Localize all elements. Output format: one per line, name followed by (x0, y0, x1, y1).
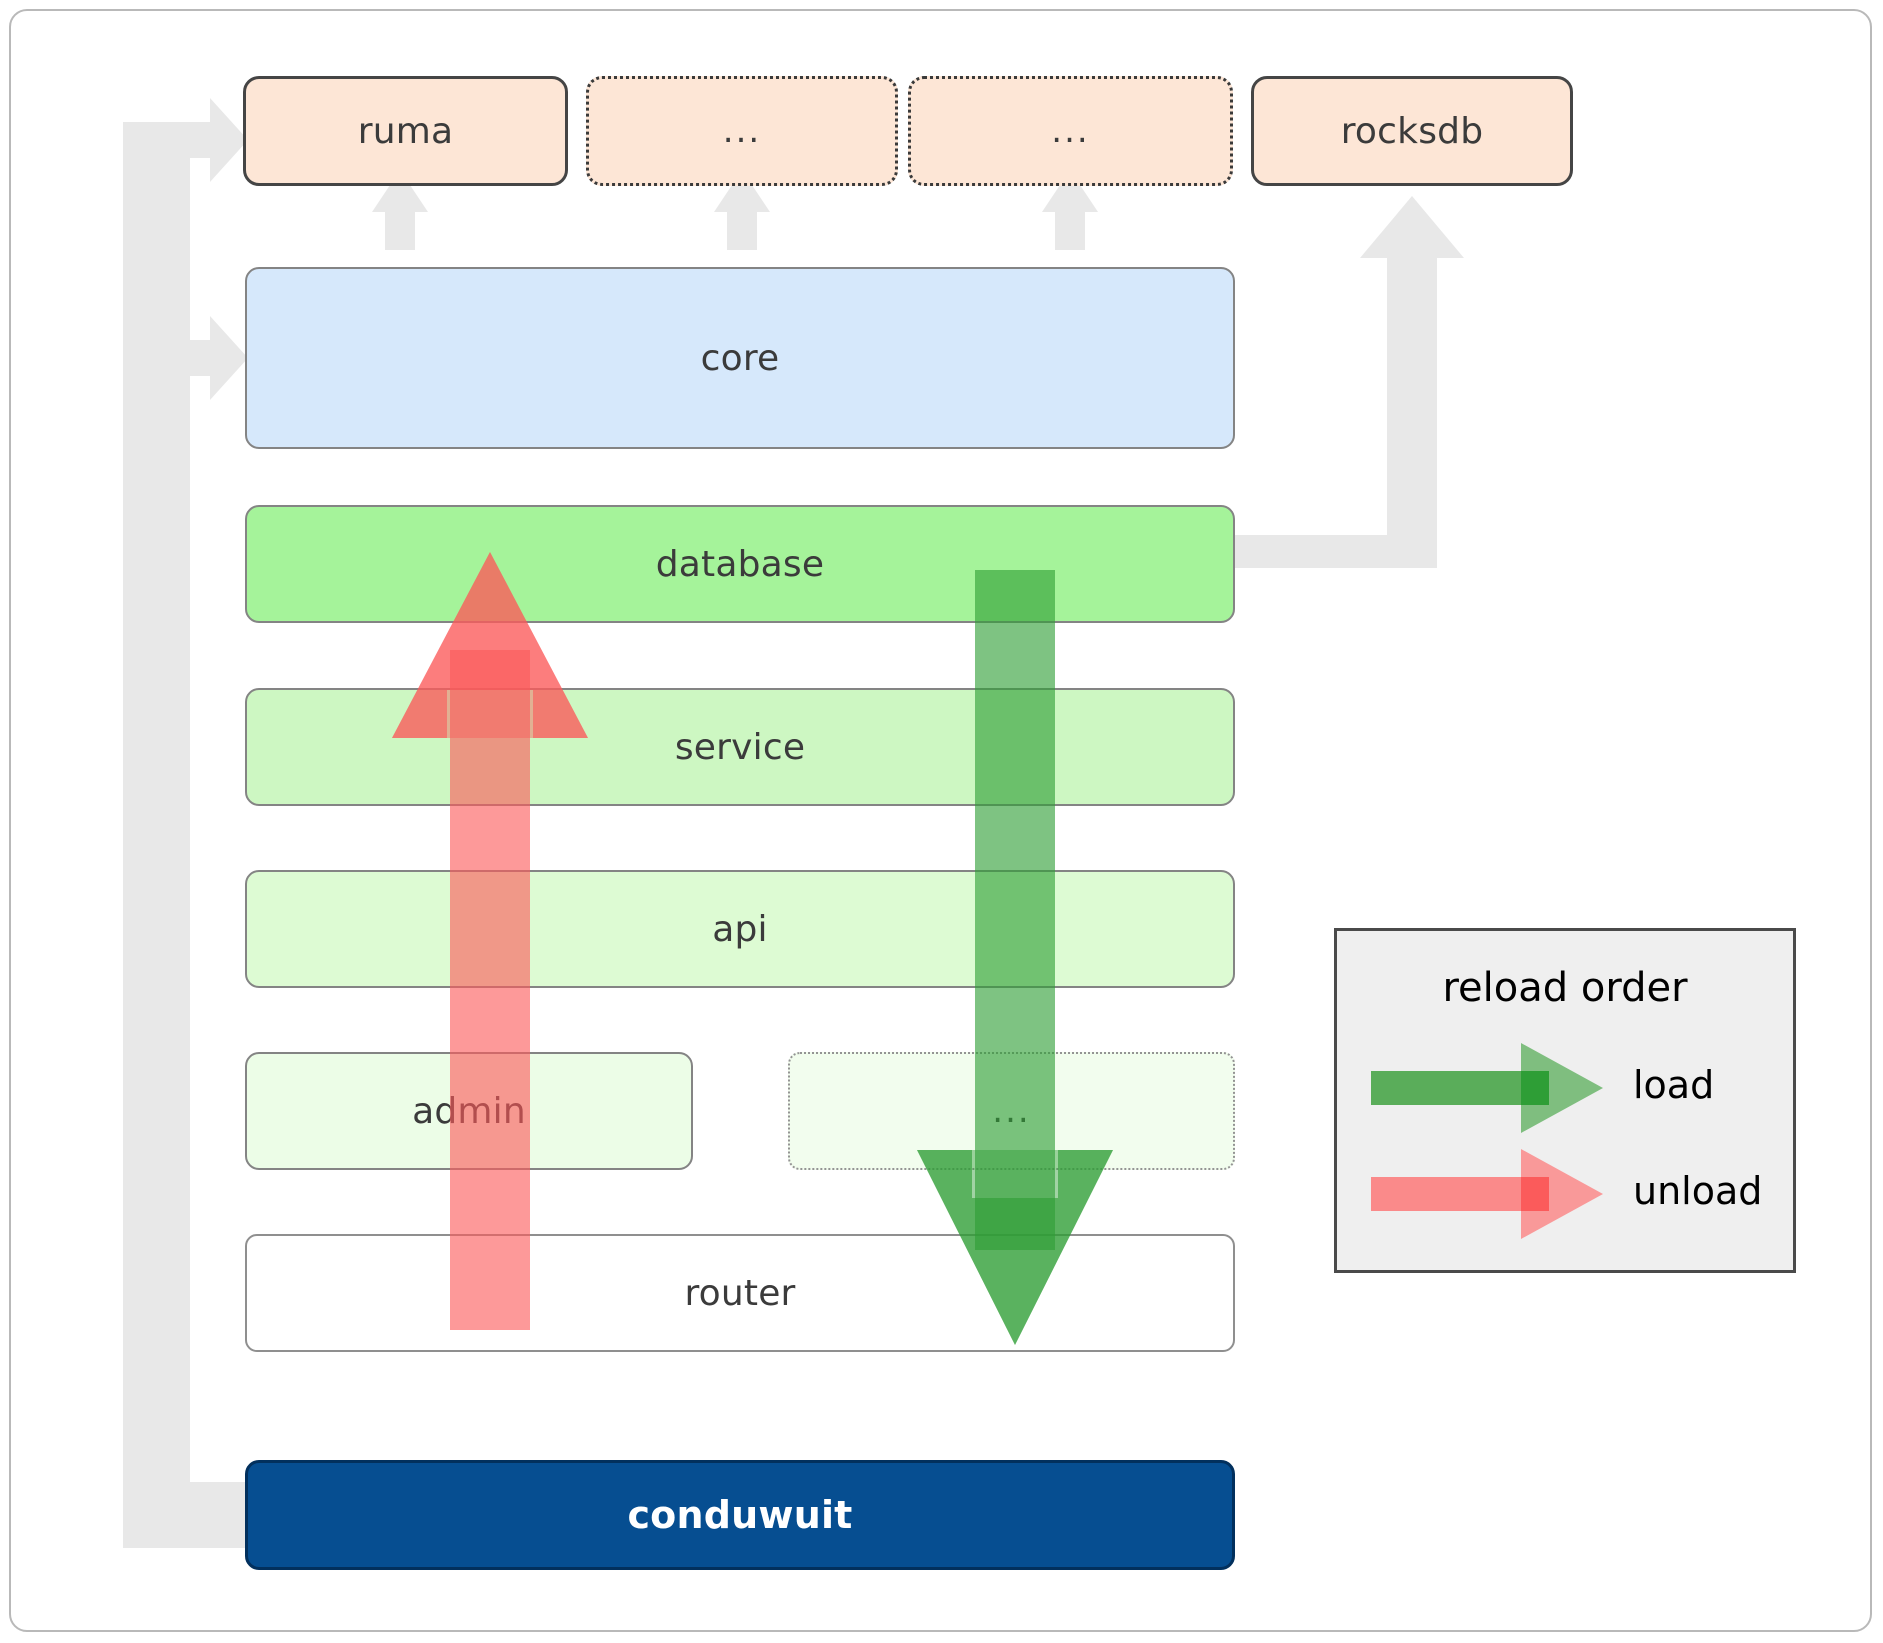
node-database[interactable]: database (245, 505, 1235, 623)
node-api-label: api (712, 908, 768, 950)
node-ruma-label: ruma (357, 110, 454, 152)
node-service-label: service (674, 726, 806, 768)
connector-left-bus (123, 130, 190, 1515)
node-conduwuit-label: conduwuit (627, 1493, 853, 1537)
legend-item-load: load (1337, 1043, 1793, 1133)
node-admin-label: admin (412, 1090, 526, 1132)
node-service[interactable]: service (245, 688, 1235, 806)
legend: reload order load unload (1334, 928, 1796, 1273)
node-api[interactable]: api (245, 870, 1235, 988)
node-rocksdb-label: rocksdb (1340, 110, 1484, 152)
node-rocksdb[interactable]: rocksdb (1251, 76, 1573, 186)
connector-core-to-dots2 (1042, 170, 1098, 250)
node-core[interactable]: core (245, 267, 1235, 449)
node-router[interactable]: router (245, 1234, 1235, 1352)
node-conduwuit[interactable]: conduwuit (245, 1460, 1235, 1570)
legend-unload-label: unload (1633, 1169, 1763, 1213)
legend-load-label: load (1633, 1063, 1715, 1107)
connector-arrow-to-ruma (123, 98, 248, 182)
node-database-label: database (655, 543, 825, 585)
legend-item-unload: unload (1337, 1149, 1793, 1239)
node-layer-ellipsis[interactable]: ... (788, 1052, 1235, 1170)
node-layer-ellipsis-label: ... (992, 1091, 1031, 1131)
load-arrow-icon (1371, 1043, 1603, 1133)
connector-core-to-ruma (372, 170, 428, 250)
connector-rocksdb-up (1360, 196, 1464, 568)
node-dep-ellipsis-1-label: ... (722, 111, 762, 151)
connector-conduwuit-stub (123, 1482, 245, 1548)
node-admin[interactable]: admin (245, 1052, 693, 1170)
node-ruma[interactable]: ruma (243, 76, 568, 186)
node-dep-ellipsis-1[interactable]: ... (586, 76, 898, 186)
unload-arrow-icon (1371, 1149, 1603, 1239)
node-core-label: core (700, 337, 780, 379)
node-dep-ellipsis-2-label: ... (1051, 111, 1090, 151)
node-router-label: router (684, 1272, 796, 1314)
connector-database-right (1235, 535, 1420, 568)
node-dep-ellipsis-2[interactable]: ... (908, 76, 1233, 186)
legend-title: reload order (1442, 965, 1688, 1011)
connector-arrow-to-core (123, 316, 248, 400)
connector-core-to-dots1 (714, 170, 770, 250)
